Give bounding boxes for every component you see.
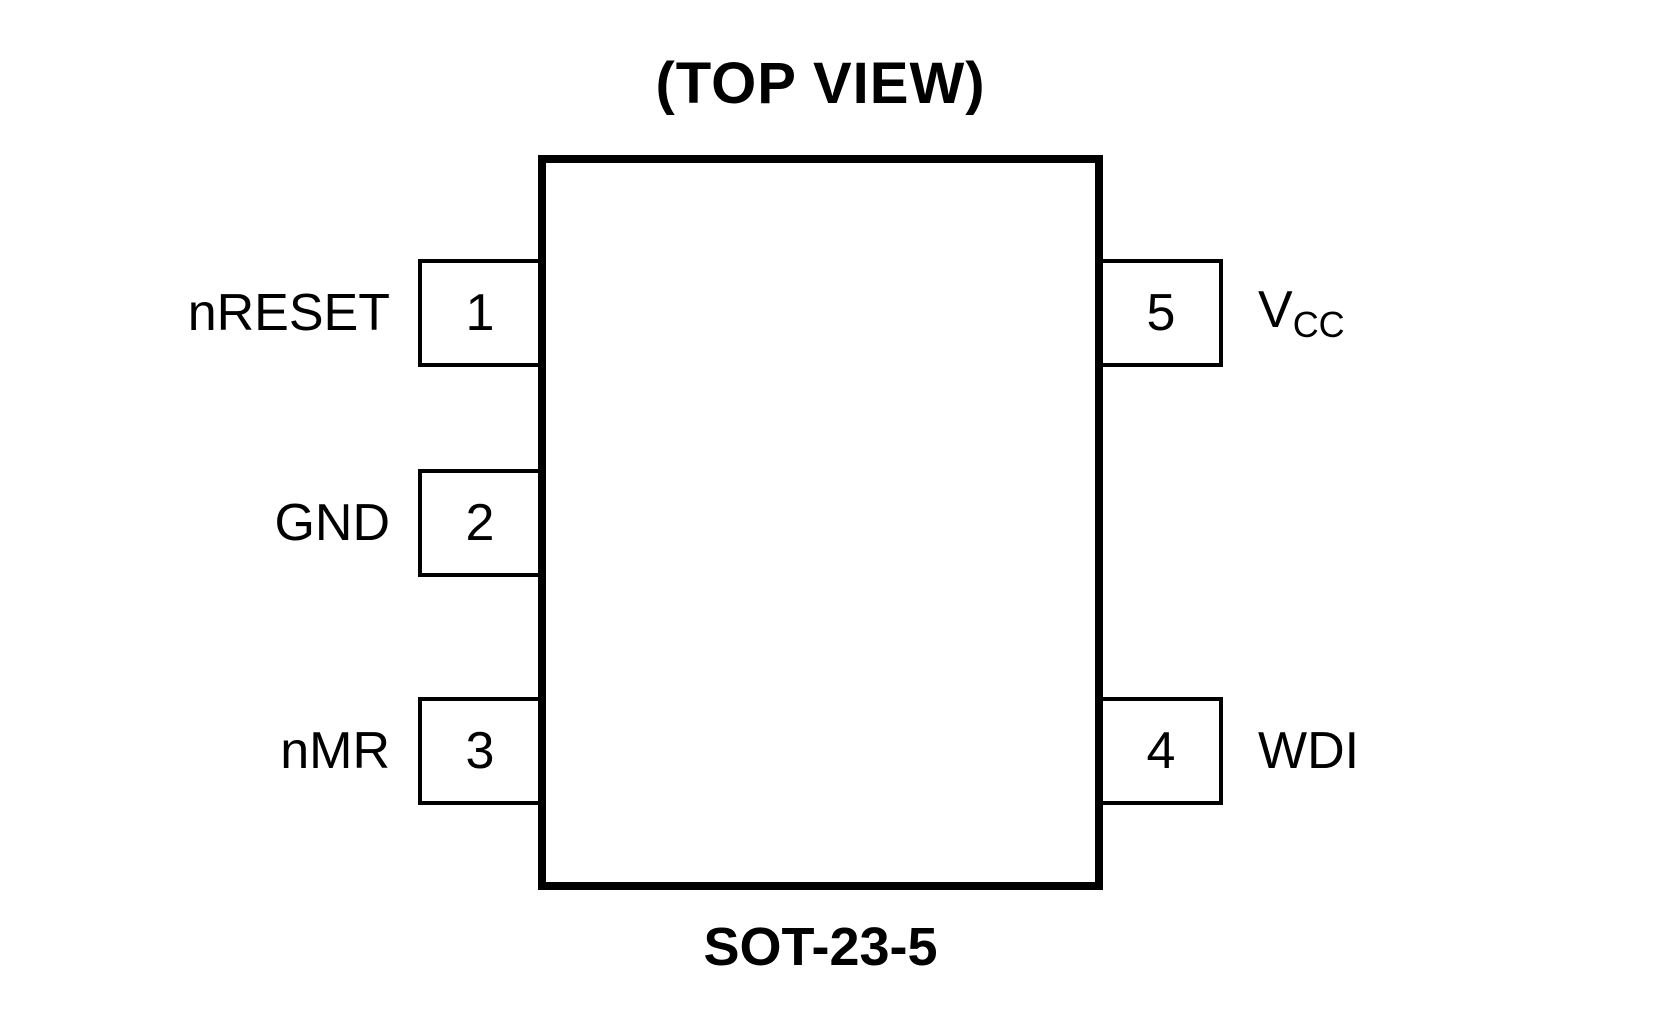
package-name: SOT-23-5 [703, 917, 938, 977]
pin-2-number: 2 [465, 494, 495, 552]
pin-3-label-text: nMR [280, 722, 390, 780]
pin-5-label: VCC [1258, 259, 1578, 367]
pin-4-label: WDI [1258, 697, 1578, 805]
pin-1-label-text: nRESET [187, 284, 390, 342]
pin-4-label-text: WDI [1258, 722, 1360, 780]
pin-2-label-text: GND [274, 494, 390, 552]
vcc-subscript: CC [1292, 304, 1345, 345]
pin-4-box: 4 [1103, 697, 1223, 805]
pin-5-label-text: VCC [1258, 280, 1345, 346]
pin-1-box: 1 [418, 259, 538, 367]
pin-3-number: 3 [465, 722, 495, 780]
pin-2-label: GND [100, 469, 390, 577]
pin-3-label: nMR [100, 697, 390, 805]
pin-5-number: 5 [1146, 284, 1176, 342]
pin-3-box: 3 [418, 697, 538, 805]
pin-2-box: 2 [418, 469, 538, 577]
vcc-main: V [1258, 281, 1293, 339]
pin-4-number: 4 [1146, 722, 1176, 780]
pin-5-box: 5 [1103, 259, 1223, 367]
pin-1-label: nRESET [100, 259, 390, 367]
view-title: (TOP VIEW) [655, 51, 986, 116]
ic-package-body [538, 155, 1103, 890]
pin-1-number: 1 [465, 284, 495, 342]
